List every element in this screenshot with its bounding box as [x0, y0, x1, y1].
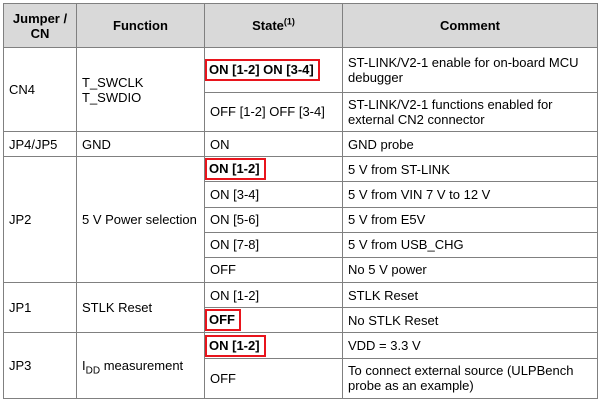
jumper-cn4: CN4 — [3, 47, 77, 132]
highlighted-state: ON [1-2] — [205, 334, 266, 357]
table-row: JP3 IDD measurement ON [1-2] VDD = 3.3 V — [3, 332, 598, 399]
state-cell: ON [1-2] — [204, 156, 343, 183]
comment-cell: ST-LINK/V2-1 functions enabled for exter… — [342, 91, 598, 132]
table-row: OFF [1-2] OFF [3-4] ST-LINK/V2-1 functio… — [4, 91, 598, 132]
state-cell: OFF [1-2] OFF [3-4] — [204, 91, 343, 132]
state-cell: ON [5-6] — [204, 206, 343, 233]
comment-cell: 5 V from USB_CHG — [342, 231, 598, 258]
table-row: ON [3-4] 5 V from VIN 7 V to 12 V — [4, 181, 598, 208]
table-row: CN4 T_SWCLK T_SWDIO ON [1-2] ON [3-4] ST… — [3, 47, 598, 132]
table-row: JP2 5 V Power selection ON [1-2] 5 V fro… — [3, 156, 598, 284]
state-cell: OFF — [204, 357, 343, 400]
header-jumper: Jumper / CN — [3, 2, 77, 49]
state-cell: ON [1-2] ON [3-4] — [204, 47, 343, 93]
comment-cell: 5 V from VIN 7 V to 12 V — [342, 181, 598, 208]
state-cell: ON [1-2] — [204, 332, 343, 359]
function-line: T_SWCLK — [82, 74, 144, 90]
table-row: OFF No STLK Reset — [4, 307, 598, 334]
state-cell: OFF — [204, 256, 343, 284]
function-power-selection: 5 V Power selection — [76, 156, 205, 284]
jumper-jp2: JP2 — [3, 156, 77, 284]
comment-cell: To connect external source (ULPBench pro… — [342, 357, 598, 400]
jumper-jp4-jp5: JP4/JP5 — [3, 130, 77, 158]
header-comment: Comment — [342, 2, 598, 49]
state-cell: OFF — [204, 307, 343, 334]
highlighted-state: ON [1-2] — [205, 158, 266, 181]
jumper-jp1: JP1 — [3, 282, 77, 334]
comment-cell: No STLK Reset — [342, 307, 598, 334]
state-cell: ON — [204, 130, 343, 158]
function-line: T_SWDIO — [82, 89, 142, 105]
table-row: ON [7-8] 5 V from USB_CHG — [4, 231, 598, 258]
highlighted-state: ON [1-2] ON [3-4] — [205, 58, 320, 81]
state-cell: ON [7-8] — [204, 231, 343, 258]
header-row: Jumper / CN Function State(1) Comment — [3, 2, 598, 49]
comment-cell: No 5 V power — [342, 256, 598, 284]
comment-cell: 5 V from ST-LINK — [342, 156, 598, 183]
function-idd-measurement: IDD measurement — [76, 332, 205, 399]
state-cell: ON [1-2] — [204, 282, 343, 309]
function-gnd: GND — [76, 130, 205, 158]
comment-cell: GND probe — [342, 130, 598, 158]
header-function: Function — [76, 2, 205, 49]
comment-cell: STLK Reset — [342, 282, 598, 309]
state-footnote: (1) — [283, 16, 295, 27]
table-row: JP4/JP5 GND ON GND probe — [3, 130, 598, 158]
comment-cell: ST-LINK/V2-1 enable for on-board MCU deb… — [342, 47, 598, 93]
function-stlk-reset: STLK Reset — [76, 282, 205, 334]
state-cell: ON [3-4] — [204, 181, 343, 208]
table-row: OFF To connect external source (ULPBench… — [4, 357, 598, 400]
function-cn4: T_SWCLK T_SWDIO — [76, 47, 205, 132]
highlighted-state: OFF — [205, 309, 241, 332]
jumper-config-table: Jumper / CN Function State(1) Comment CN… — [3, 2, 598, 400]
comment-cell: 5 V from E5V — [342, 206, 598, 233]
header-state: State(1) — [204, 2, 343, 49]
jumper-jp3: JP3 — [3, 332, 77, 399]
table-row: JP1 STLK Reset ON [1-2] STLK Reset — [3, 282, 598, 334]
comment-cell: VDD = 3.3 V — [342, 332, 598, 359]
